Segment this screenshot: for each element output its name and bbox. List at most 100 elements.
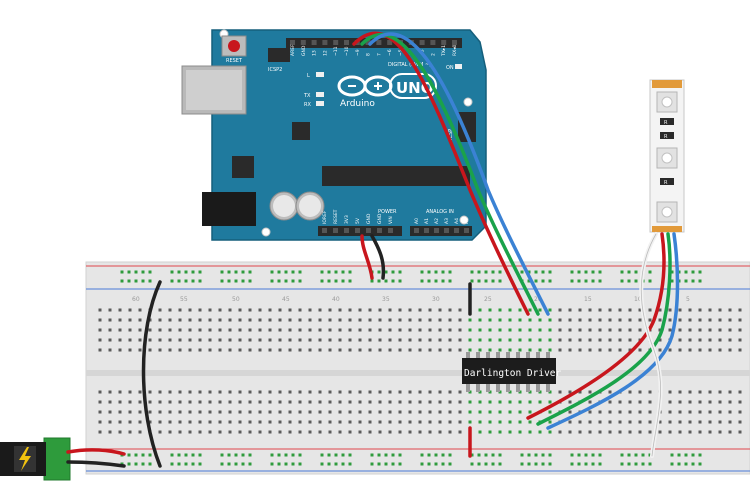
- breadboard-hole: [678, 420, 682, 424]
- rail-hole: [541, 453, 545, 457]
- breadboard-hole: [338, 420, 342, 424]
- breadboard-hole: [638, 430, 642, 434]
- breadboard-hole: [118, 328, 122, 332]
- header-pin: [414, 228, 419, 233]
- rail-hole: [241, 270, 245, 274]
- breadboard-hole: [248, 318, 252, 322]
- rail-hole: [184, 270, 188, 274]
- resistor: [660, 132, 674, 139]
- breadboard-hole: [328, 348, 332, 352]
- connected-hole: [498, 400, 502, 404]
- breadboard-hole: [688, 318, 692, 322]
- breadboard-hole: [688, 328, 692, 332]
- usb-connector-inner: [186, 70, 242, 110]
- breadboard-hole: [438, 328, 442, 332]
- breadboard-hole: [358, 348, 362, 352]
- connected-hole: [488, 420, 492, 424]
- rail-hole: [627, 270, 631, 274]
- breadboard-hole: [128, 420, 132, 424]
- digital-pin-label: TX▸1: [441, 45, 447, 57]
- connected-hole: [488, 400, 492, 404]
- connected-hole: [478, 348, 482, 352]
- breadboard-hole: [148, 390, 152, 394]
- rail-hole: [398, 279, 402, 283]
- lightning-bolt-icon: [19, 447, 31, 471]
- analog-pin-label: A2: [434, 218, 440, 224]
- rail-hole: [584, 462, 588, 466]
- rail-hole: [334, 279, 338, 283]
- breadboard-hole: [428, 338, 432, 342]
- breadboard-hole: [288, 400, 292, 404]
- breadboard-hole: [568, 348, 572, 352]
- breadboard-hole: [598, 420, 602, 424]
- breadboard-hole: [128, 308, 132, 312]
- connected-hole: [508, 420, 512, 424]
- arduino-uno: RESET ICSP2 L TX RX Arduino UNO ON ICSP: [181, 29, 487, 241]
- breadboard-hole: [728, 338, 732, 342]
- breadboard-hole: [248, 400, 252, 404]
- breadboard-hole: [718, 410, 722, 414]
- breadboard-hole: [358, 430, 362, 434]
- breadboard-hole: [288, 390, 292, 394]
- rail-hole: [284, 453, 288, 457]
- breadboard-hole: [348, 318, 352, 322]
- breadboard-hole: [178, 308, 182, 312]
- breadboard-hole: [318, 430, 322, 434]
- led-strip: R R R: [649, 79, 685, 233]
- connected-hole: [478, 410, 482, 414]
- analog-pin-label: A5: [464, 218, 470, 224]
- rail-hole: [384, 270, 388, 274]
- rail-hole: [284, 279, 288, 283]
- rail-hole: [170, 453, 174, 457]
- rail-hole: [327, 270, 331, 274]
- rail-hole: [134, 453, 138, 457]
- breadboard-hole: [738, 328, 742, 332]
- breadboard-hole: [458, 390, 462, 394]
- rail-hole: [448, 270, 452, 274]
- breadboard-hole: [738, 390, 742, 394]
- rail-hole: [184, 453, 188, 457]
- breadboard-hole: [118, 400, 122, 404]
- rail-hole: [120, 270, 124, 274]
- rail-hole: [470, 462, 474, 466]
- reset-button-cap[interactable]: [228, 40, 240, 52]
- header-pin: [333, 40, 339, 45]
- rail-hole: [491, 462, 495, 466]
- wire-strip-white-outline: [640, 233, 661, 457]
- rail-hole: [420, 462, 424, 466]
- mount-hole: [459, 215, 469, 225]
- breadboard-hole: [318, 348, 322, 352]
- resistor-label: R: [664, 120, 668, 126]
- breadboard-hole: [388, 308, 392, 312]
- breadboard-hole: [688, 400, 692, 404]
- rail-hole: [377, 462, 381, 466]
- breadboard-hole: [208, 318, 212, 322]
- wire-strip-red: [526, 232, 666, 420]
- rail-hole: [691, 462, 695, 466]
- breadboard-hole: [198, 318, 202, 322]
- breadboard-hole: [378, 400, 382, 404]
- rail-hole: [191, 453, 195, 457]
- rail-hole: [148, 453, 152, 457]
- breadboard-hole: [228, 318, 232, 322]
- column-label-5: 5: [686, 296, 690, 303]
- rail-hole: [134, 462, 138, 466]
- header-pin: [366, 228, 371, 233]
- breadboard-hole: [428, 390, 432, 394]
- chip-leg: [546, 352, 550, 360]
- wire-pin10-green: [360, 33, 540, 316]
- breadboard-hole: [648, 390, 652, 394]
- breadboard-hole: [348, 328, 352, 332]
- rail-hole: [534, 453, 538, 457]
- breadboard-hole: [308, 400, 312, 404]
- power-pin-label: 5V: [355, 217, 361, 224]
- breadboard-hole: [358, 328, 362, 332]
- rail-hole: [134, 270, 138, 274]
- breadboard-hole: [218, 410, 222, 414]
- rail-hole: [291, 453, 295, 457]
- breadboard-hole: [408, 308, 412, 312]
- breadboard-hole: [638, 390, 642, 394]
- rail-hole: [527, 462, 531, 466]
- breadboard-hole: [188, 400, 192, 404]
- rail-hole: [134, 279, 138, 283]
